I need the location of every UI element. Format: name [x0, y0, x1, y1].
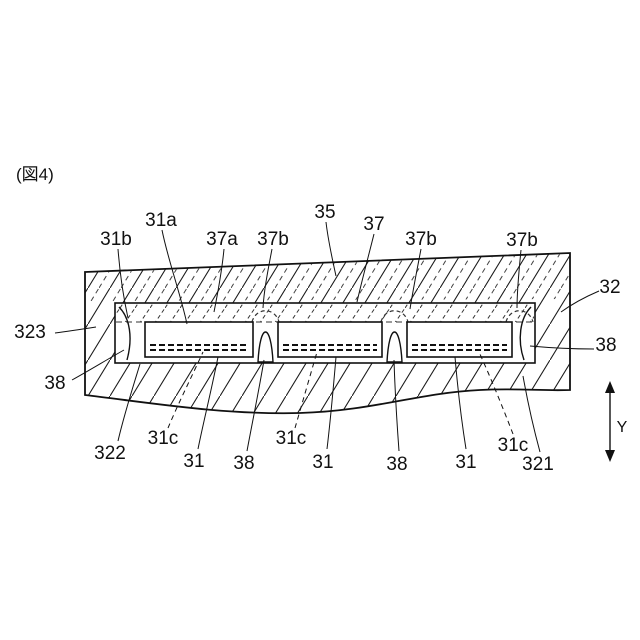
label-38-right: 38: [595, 335, 616, 356]
label-323: 323: [14, 322, 46, 343]
leader-37a: [213, 248, 225, 313]
leader-31-1: [197, 356, 219, 450]
label-38-left: 38: [44, 373, 65, 394]
label-37b-3: 37b: [506, 230, 538, 251]
label-37: 37: [363, 214, 384, 235]
label-31a: 31a: [145, 210, 177, 231]
bump-38-1: [257, 331, 274, 363]
leader-322: [117, 363, 141, 442]
label-32: 32: [599, 277, 620, 298]
leader-321: [522, 375, 541, 453]
leader-38-left: [71, 349, 125, 381]
dome-37b-1: [251, 310, 280, 323]
leader-lines: [54, 221, 600, 453]
label-38-b1: 38: [233, 453, 254, 474]
dome-37b-2: [380, 310, 409, 323]
leader-31c-1: [167, 351, 204, 429]
leader-38-right: [529, 345, 595, 350]
label-31c-3: 31c: [498, 435, 529, 456]
y-axis-label: Y: [617, 419, 628, 436]
chip-31-body-3: [406, 321, 513, 358]
y-arrow-head-top: [605, 381, 615, 393]
label-38-b2: 38: [386, 454, 407, 475]
leader-32: [560, 290, 600, 313]
leader-31-2: [326, 356, 337, 450]
leader-37b-3: [516, 249, 522, 309]
chip-31-body-1: [144, 321, 254, 358]
dome-37b-3: [505, 310, 534, 323]
adhesive-hatch: [116, 304, 534, 322]
chips: [144, 321, 513, 358]
label-31-2: 31: [312, 452, 333, 473]
bumps-38: [118, 306, 532, 363]
chip-31-body-2: [277, 321, 383, 358]
leader-323: [54, 326, 97, 334]
label-37b-2: 37b: [405, 229, 437, 250]
left-fillet-31b: [118, 306, 131, 361]
label-322: 322: [94, 443, 126, 464]
right-fillet-38: [519, 306, 532, 361]
leader-31-3: [454, 356, 467, 450]
label-37a: 37a: [206, 229, 238, 250]
label-31c-2: 31c: [276, 428, 307, 449]
reference-labels: (図4) 31a 31b 37a 37b 35 37 37b 37b 32 32…: [14, 165, 620, 475]
leader-37: [356, 233, 375, 303]
leader-38-b1: [246, 359, 265, 452]
leader-31c-2: [294, 351, 318, 429]
figure-caption: (図4): [16, 165, 54, 184]
y-arrow-head-bottom: [605, 450, 615, 462]
top-slab-hidden-hatch: [86, 254, 569, 301]
label-31-3: 31: [455, 452, 476, 473]
label-31-1: 31: [183, 451, 204, 472]
leader-31a: [161, 229, 188, 325]
leader-37b-1: [262, 248, 273, 309]
label-37b-1: 37b: [257, 229, 289, 250]
y-axis-arrow: Y: [605, 381, 628, 462]
leader-38-b2: [393, 359, 400, 452]
package-outline: [84, 252, 571, 415]
leader-35: [325, 221, 337, 277]
label-35: 35: [314, 202, 335, 223]
leader-37b-2: [409, 248, 422, 310]
bump-38-2: [386, 331, 403, 363]
adhesive-layer-37: [116, 304, 534, 323]
label-31b: 31b: [100, 229, 132, 250]
label-321: 321: [522, 454, 554, 475]
label-31c-1: 31c: [148, 428, 179, 449]
leader-31b: [117, 248, 129, 319]
